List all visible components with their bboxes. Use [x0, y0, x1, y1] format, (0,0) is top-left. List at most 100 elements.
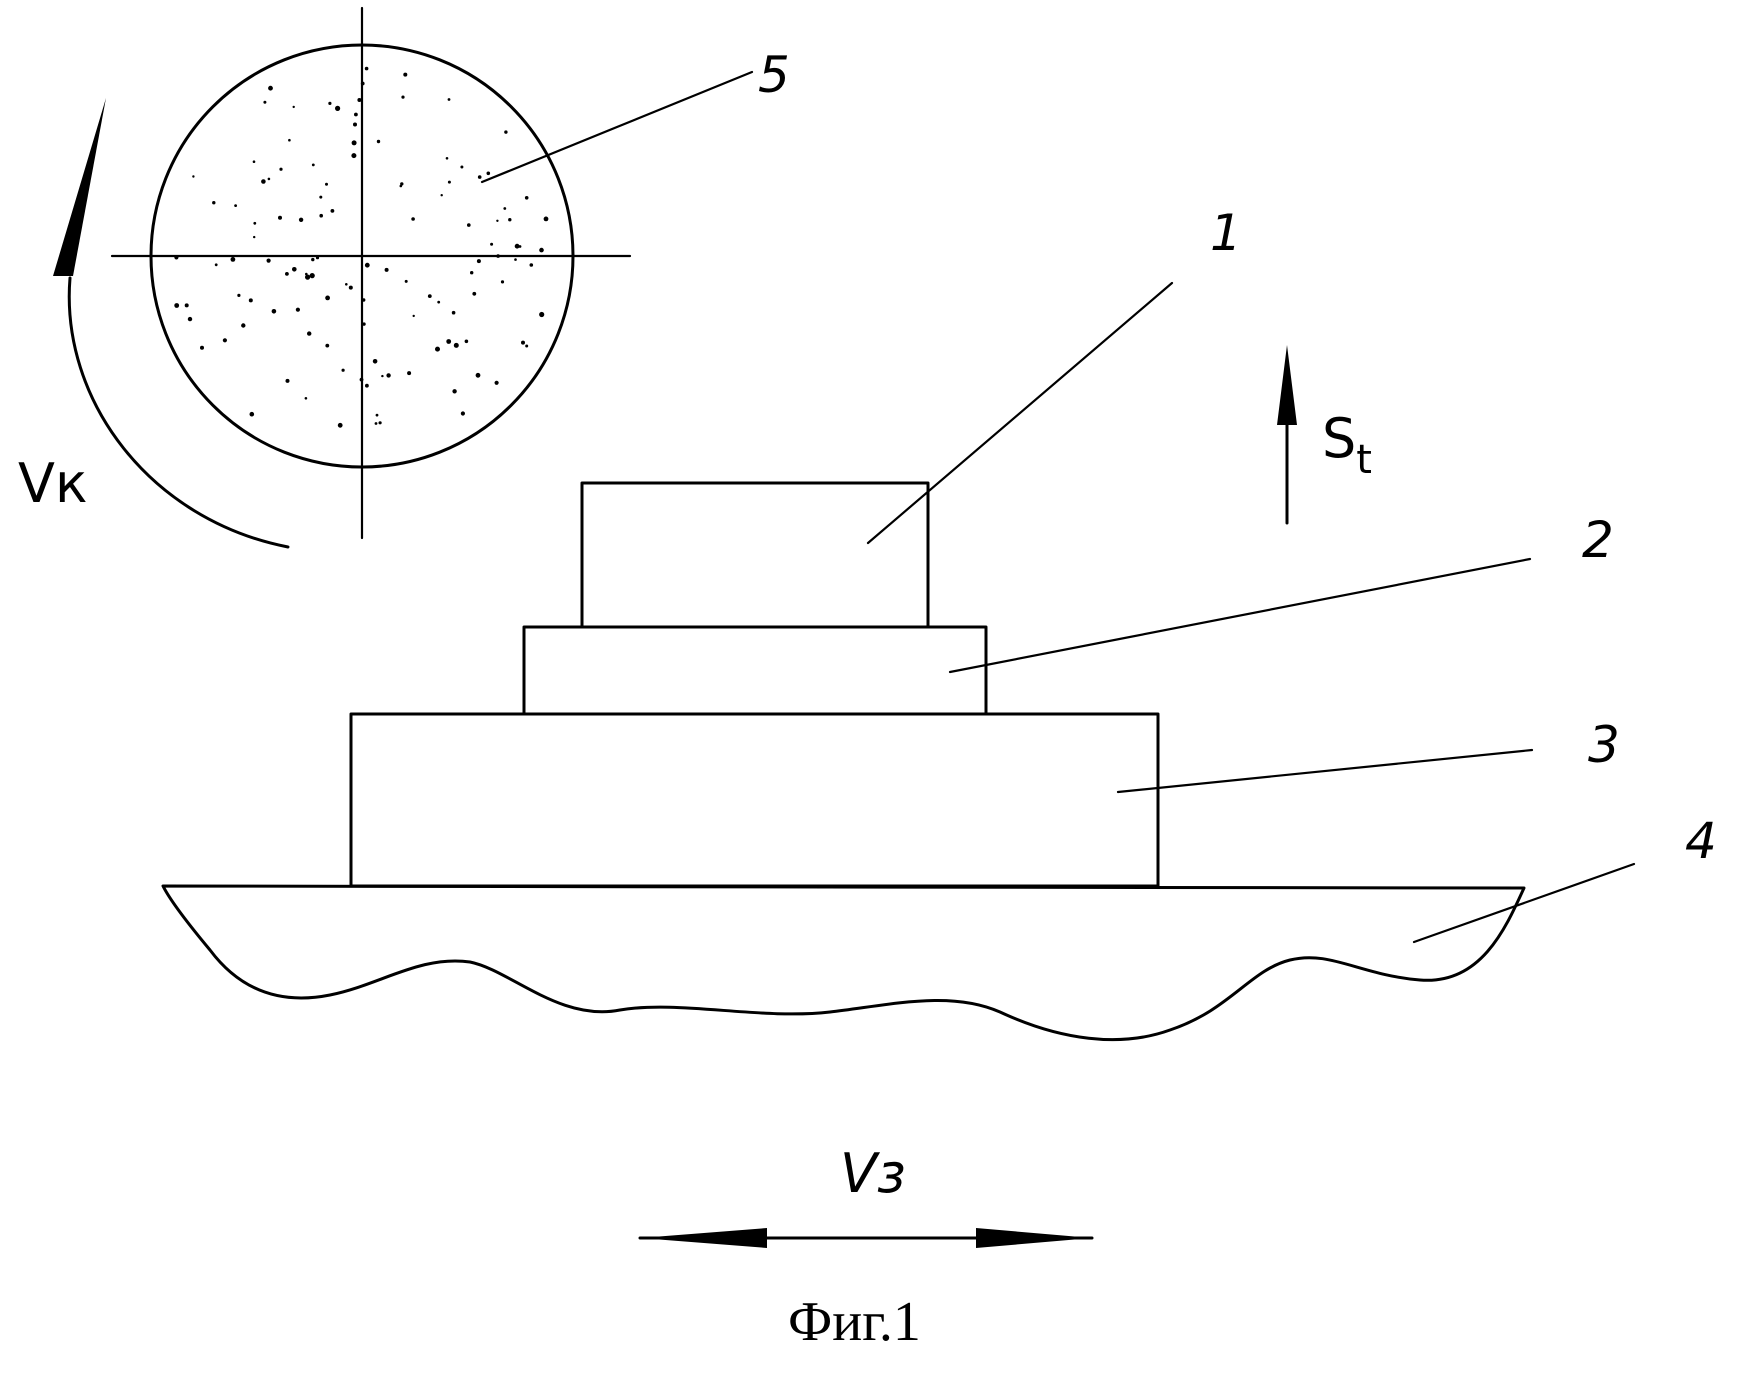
abrasive-dot [331, 209, 335, 213]
abrasive-dot [365, 384, 369, 388]
abrasive-dot [325, 183, 328, 186]
abrasive-dot [544, 217, 549, 222]
abrasive-dot [200, 346, 204, 350]
abrasive-dot [446, 339, 451, 344]
abrasive-dot [496, 220, 498, 222]
abrasive-dot [223, 338, 227, 342]
abrasive-dot [335, 106, 340, 111]
abrasive-dot [249, 298, 253, 302]
abrasive-dot [241, 323, 245, 327]
label-5: 5 [758, 46, 790, 104]
abrasive-dot [407, 371, 411, 375]
abrasive-dot [446, 157, 449, 160]
abrasive-dot [539, 248, 544, 253]
label-2: 2 [1582, 511, 1614, 569]
abrasive-dot [411, 217, 415, 221]
abrasive-dot [357, 98, 361, 102]
abrasive-dot [345, 283, 348, 286]
abrasive-dot [379, 421, 382, 424]
abrasive-dot [292, 267, 297, 272]
abrasive-dot [268, 86, 273, 91]
abrasive-dot [328, 102, 331, 105]
workpiece-stack [351, 483, 1158, 886]
feed-arrowhead [1277, 345, 1297, 425]
abrasive-dot [454, 343, 459, 348]
abrasive-dot [501, 280, 504, 283]
abrasive-dot [325, 296, 330, 301]
abrasive-dot [174, 255, 178, 259]
abrasive-dot [299, 218, 303, 222]
abrasive-dot [286, 379, 290, 383]
abrasive-dot [360, 378, 364, 382]
abrasive-dot [375, 422, 378, 425]
part-2-block [524, 627, 986, 714]
abrasive-dot [376, 414, 379, 417]
abrasive-dot [272, 309, 277, 314]
abrasive-dot [253, 222, 256, 225]
abrasive-dot [461, 411, 465, 415]
abrasive-dot [212, 201, 215, 204]
leader-lines [482, 72, 1634, 942]
abrasive-dot [435, 347, 440, 352]
abrasive-dot [342, 369, 345, 372]
feed-label: St [1322, 407, 1372, 483]
abrasive-dot [525, 196, 529, 200]
abrasive-dot [428, 294, 432, 298]
abrasive-dot [448, 98, 451, 101]
abrasive-dot [312, 164, 315, 167]
label-1: 1 [1210, 204, 1242, 262]
abrasive-dot [465, 340, 469, 344]
abrasive-dot [441, 194, 443, 196]
abrasive-dot [495, 381, 499, 385]
leader-line-4 [1414, 864, 1634, 942]
wheel-speed-label: Vк [18, 452, 88, 515]
abrasive-dot [352, 140, 357, 145]
abrasive-dot [452, 311, 456, 315]
abrasive-dot [278, 216, 282, 220]
label-4: 4 [1685, 812, 1717, 870]
label-3: 3 [1588, 716, 1620, 774]
abrasive-dot [478, 175, 482, 179]
leader-line-2 [950, 559, 1530, 672]
abrasive-dot [539, 312, 544, 317]
abrasive-dot [253, 236, 255, 238]
leader-line-1 [868, 283, 1172, 543]
abrasive-dot [250, 412, 255, 417]
abrasive-dot [514, 258, 517, 261]
part-1-block [582, 483, 928, 627]
abrasive-dot [401, 96, 404, 99]
abrasive-dot [373, 359, 378, 364]
abrasive-dot [487, 172, 491, 176]
abrasive-dot [385, 268, 389, 272]
abrasive-dot [460, 166, 463, 169]
rotation-arc [69, 278, 288, 547]
part-3-block [351, 714, 1158, 886]
figure-caption: Фиг.1 [788, 1291, 921, 1353]
abrasive-dot [237, 294, 240, 297]
abrasive-dot [261, 179, 266, 184]
reciprocation-arrowhead-left [640, 1228, 767, 1248]
abrasive-dot [490, 243, 493, 246]
abrasive-dot [263, 101, 266, 104]
abrasive-dot [362, 298, 365, 301]
grinding-wheel [112, 8, 630, 538]
reciprocation-arrow [640, 1228, 1092, 1248]
abrasive-dot [192, 175, 194, 177]
abrasive-dot [386, 373, 390, 377]
feed-label-sub: t [1356, 437, 1372, 483]
abrasive-dot [307, 331, 311, 335]
abrasive-dot [288, 139, 291, 142]
abrasive-dot [285, 272, 289, 276]
abrasive-dot [185, 303, 189, 307]
abrasive-dot [310, 273, 315, 278]
abrasive-dot [316, 256, 319, 259]
abrasive-dot [503, 207, 506, 210]
abrasive-dot [305, 275, 310, 280]
abrasive-dot [508, 218, 511, 221]
abrasive-dot [405, 280, 408, 283]
abrasive-dot [305, 397, 308, 400]
abrasive-dot [338, 423, 343, 428]
abrasive-dot [267, 259, 271, 263]
abrasive-dot [467, 223, 471, 227]
